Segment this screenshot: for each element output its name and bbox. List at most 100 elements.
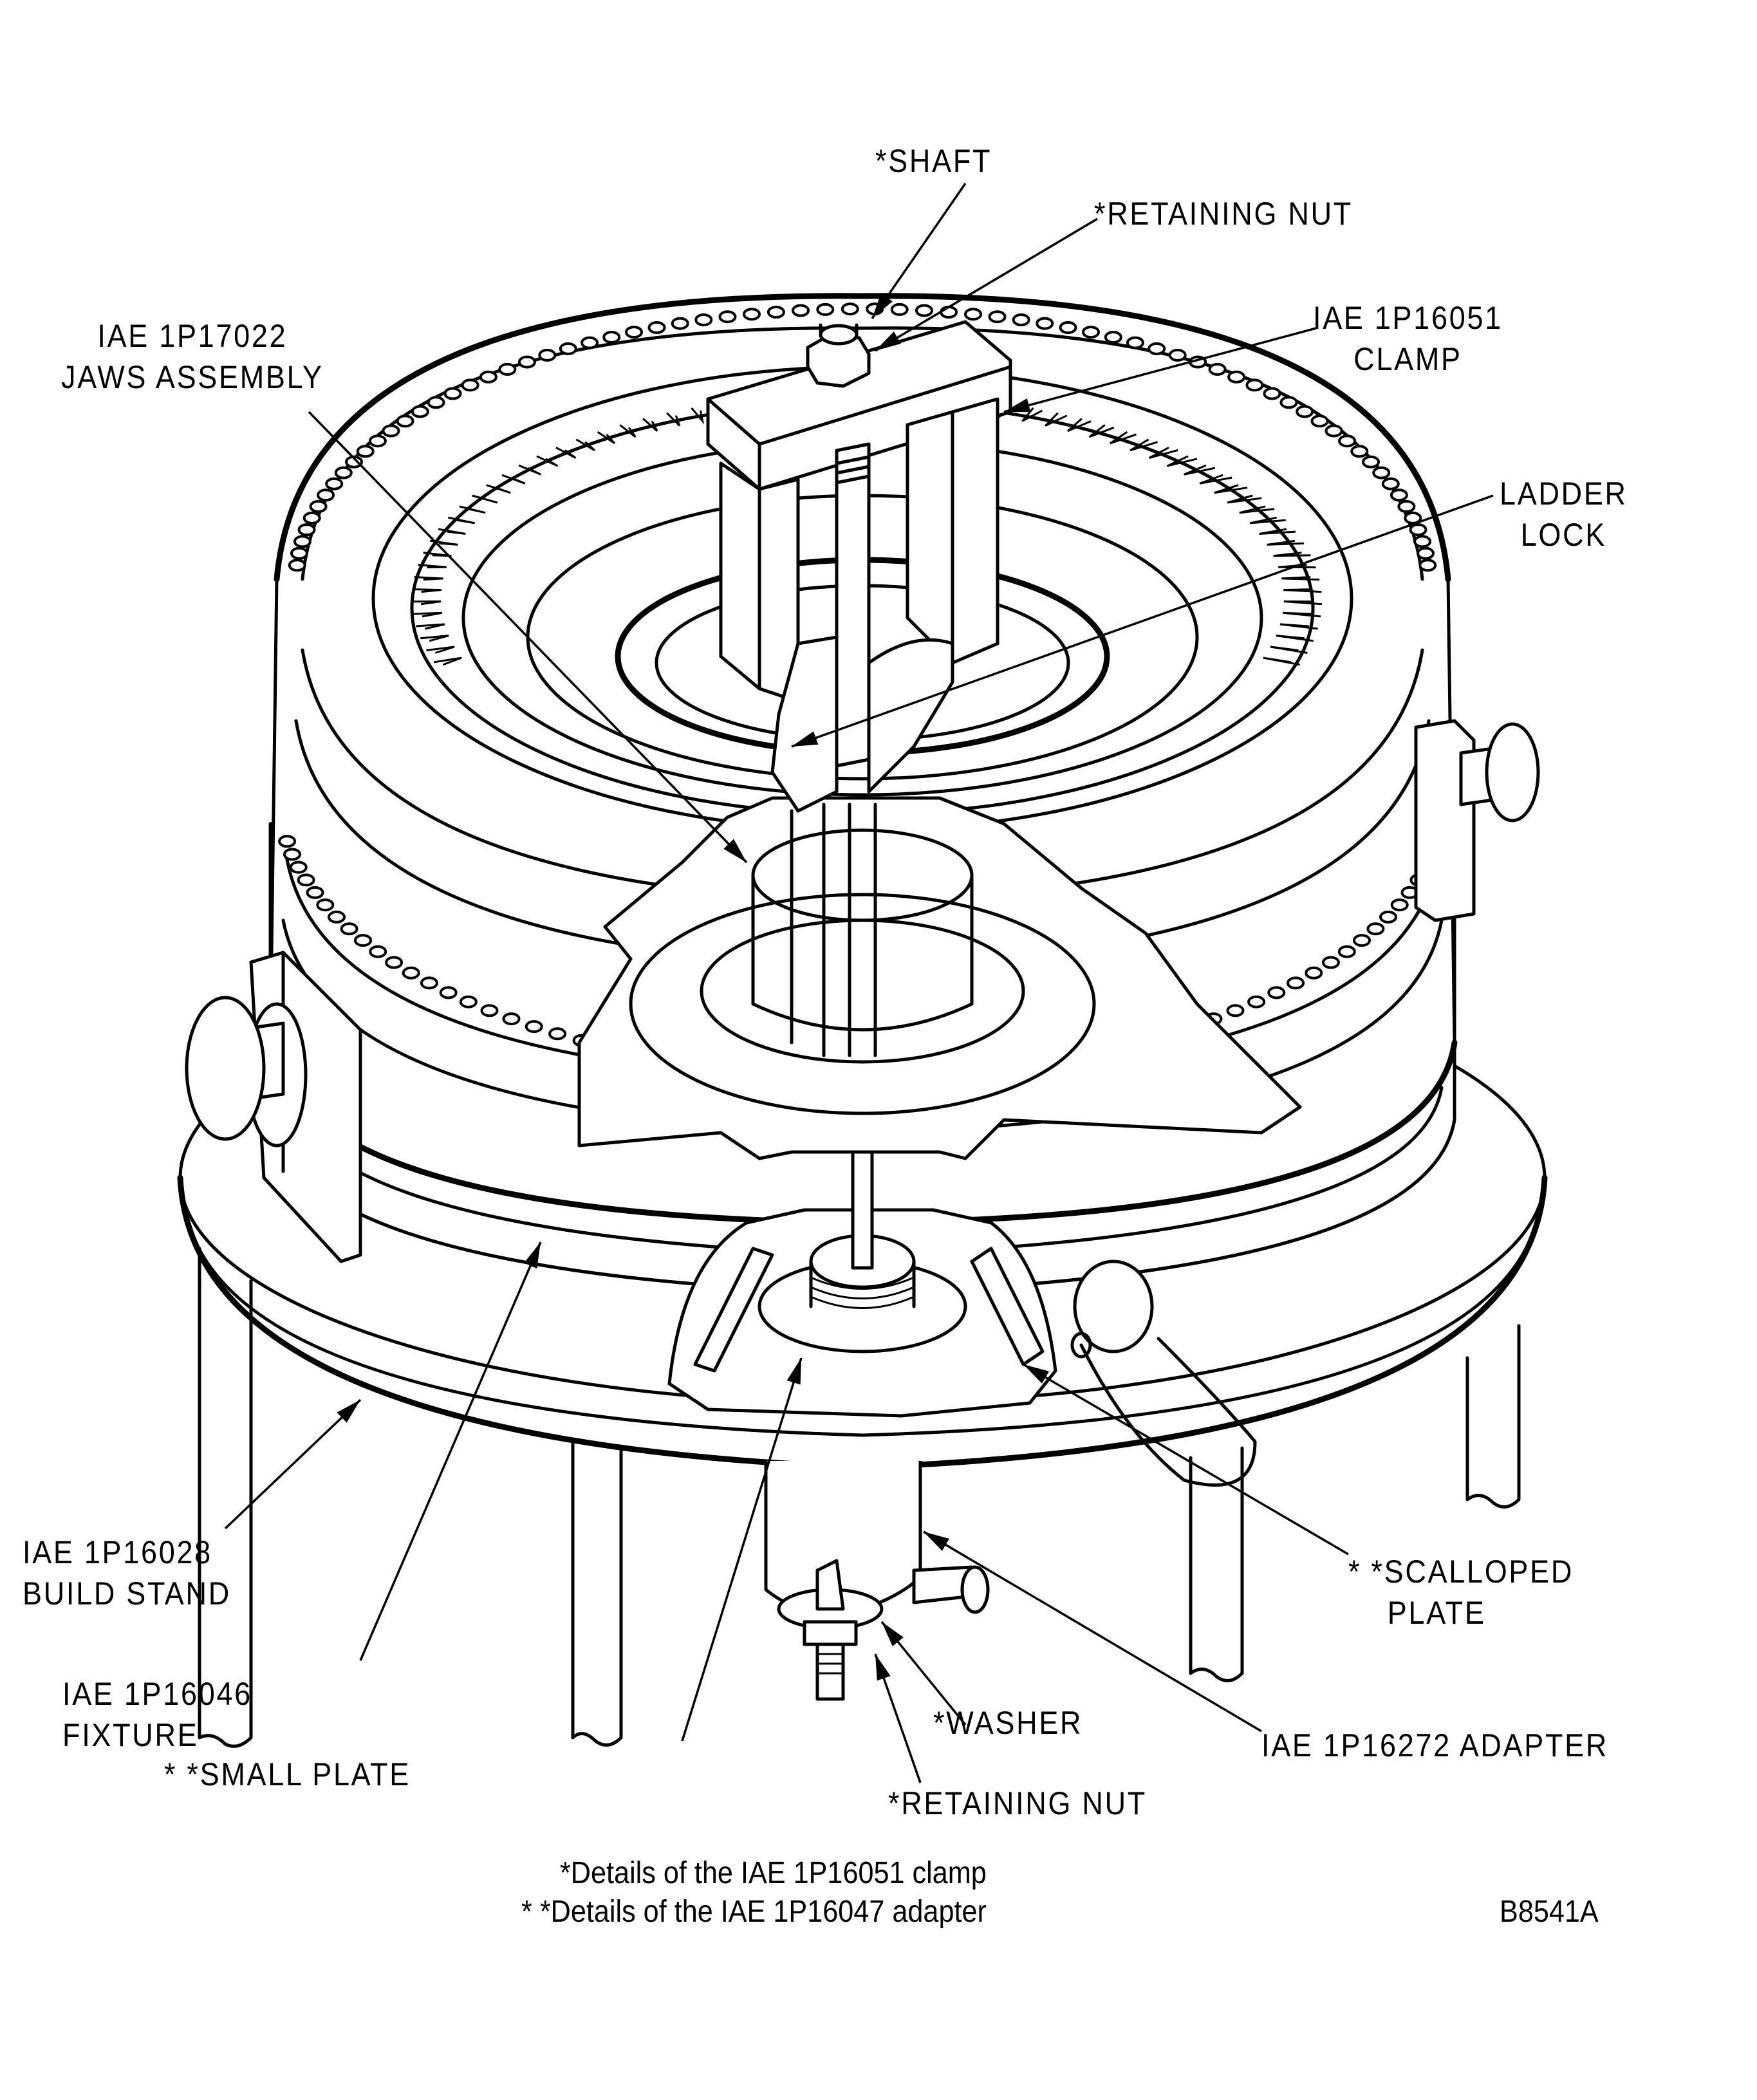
callout-retaining-nut-bottom: *RETAINING NUT: [888, 1785, 1147, 1821]
footnote-adapter-details: * *Details of the IAE 1P16047 adapter: [521, 1895, 987, 1929]
stator-vane: [413, 611, 443, 618]
bolt-hole: [1082, 326, 1100, 339]
callout-scalloped-plate: * *SCALLOPED PLATE: [1348, 1554, 1574, 1631]
stator-vane: [1166, 455, 1198, 467]
bolt-hole: [1305, 966, 1323, 980]
callout-fixture: IAE 1P16046 FIXTURE: [62, 1676, 252, 1753]
bolt-hole: [1148, 342, 1166, 355]
callout-build-stand: IAE 1P16028 BUILD STAND: [23, 1534, 231, 1612]
stator-vane: [1273, 552, 1311, 557]
bolt-hole: [517, 355, 536, 369]
bolt-hole: [402, 966, 420, 980]
bolt-hole: [1409, 523, 1427, 537]
bolt-hole: [368, 434, 387, 448]
stator-vane: [412, 588, 442, 593]
bolt-hole: [1338, 434, 1357, 448]
ring-handle: [1070, 1259, 1257, 1487]
arrowhead-icon: [882, 1622, 904, 1646]
bolt-hole: [1168, 348, 1187, 362]
bolt-hole: [1417, 546, 1435, 560]
stator-vane: [536, 455, 559, 467]
bolt-hole: [289, 860, 308, 874]
bolt-hole: [890, 302, 909, 316]
arrowhead-icon: [524, 1242, 541, 1269]
stator-vane: [1283, 588, 1322, 593]
bolt-hole: [356, 445, 375, 458]
stator-vane: [1263, 656, 1300, 666]
stator-vane: [1239, 505, 1275, 514]
build-stand-legs: [198, 1247, 1521, 1748]
bolt-hole: [283, 848, 301, 861]
callout-washer: *WASHER: [933, 1705, 1083, 1741]
bolt-hole: [1379, 910, 1397, 924]
stator-vane: [1130, 438, 1158, 452]
leader-build-stand: [224, 1398, 362, 1530]
stator-vane: [1270, 646, 1308, 654]
stator-vane: [1045, 412, 1068, 427]
bolt-hole: [306, 886, 324, 899]
stator-vane: [414, 576, 443, 581]
callout-leader-lines: [224, 183, 1494, 1783]
stator-vane: [472, 494, 498, 504]
arrowhead-icon: [723, 839, 747, 862]
bolt-hole: [340, 922, 358, 936]
bolt-hole: [278, 835, 297, 848]
stator-vane: [438, 528, 466, 535]
stator-vane: [423, 552, 452, 557]
bolt-hole: [297, 873, 315, 887]
bolt-hole: [988, 310, 1007, 324]
cutaway-section: [577, 796, 1302, 1160]
bolt-hole: [1059, 321, 1077, 334]
stator-vane: [1259, 528, 1296, 535]
bolt-hole: [1390, 898, 1409, 912]
bolt-hole: [1350, 445, 1369, 458]
leader-ladder-lock: [791, 494, 1494, 748]
stator-vane: [1110, 431, 1137, 445]
scalloped-plate-assembly: [667, 1150, 1057, 1418]
arrowhead-icon: [872, 293, 893, 319]
retaining-nut-top: [806, 323, 871, 388]
bolt-hole: [694, 313, 713, 326]
bolt-hole: [841, 302, 859, 316]
callout-shaft: *SHAFT: [875, 143, 992, 179]
stator-vane: [1021, 407, 1043, 422]
bolt-hole: [293, 535, 311, 548]
bolt-hole: [385, 956, 404, 969]
bolt-hole: [559, 342, 577, 355]
bolt-hole: [1245, 378, 1264, 392]
bolt-hole: [1126, 336, 1144, 349]
bolt-hole: [1321, 956, 1340, 969]
stator-vane: [1148, 447, 1178, 460]
stator-vane: [1067, 418, 1092, 432]
bolt-hole: [647, 321, 666, 334]
bolt-hole: [369, 945, 387, 958]
adapter-bottom: [764, 1461, 990, 1701]
stator-vane: [426, 646, 455, 654]
leader-scalloped-plate: [1023, 1363, 1349, 1556]
bolt-hole: [325, 477, 344, 490]
bolt-hole: [420, 976, 438, 990]
bolt-hole: [1226, 1004, 1245, 1017]
bolt-hole: [1208, 362, 1227, 376]
stator-vane: [434, 656, 462, 666]
right-clamp-knob: [1414, 719, 1540, 922]
bolt-hole: [316, 898, 335, 912]
arrowhead-icon: [786, 1358, 801, 1385]
arrowhead-icon: [924, 1532, 949, 1551]
bolt-hole: [792, 304, 810, 317]
stator-vane: [447, 516, 476, 525]
bolt-hole: [1353, 934, 1371, 947]
stator-vane: [412, 600, 442, 606]
bolt-hole: [1012, 313, 1030, 326]
stator-vane: [1227, 494, 1262, 504]
callout-clamp: IAE 1P16051 CLAMP: [1313, 300, 1503, 377]
bolt-hole: [915, 304, 933, 317]
bolt-hole: [443, 387, 462, 400]
bolt-hole: [671, 317, 689, 330]
bolt-hole: [1279, 396, 1298, 409]
bolt-hole: [1104, 331, 1122, 344]
arrowhead-icon: [875, 1654, 891, 1681]
bolt-hole: [1397, 500, 1416, 513]
stator-vane: [486, 484, 511, 494]
bolt-hole: [502, 1012, 521, 1026]
